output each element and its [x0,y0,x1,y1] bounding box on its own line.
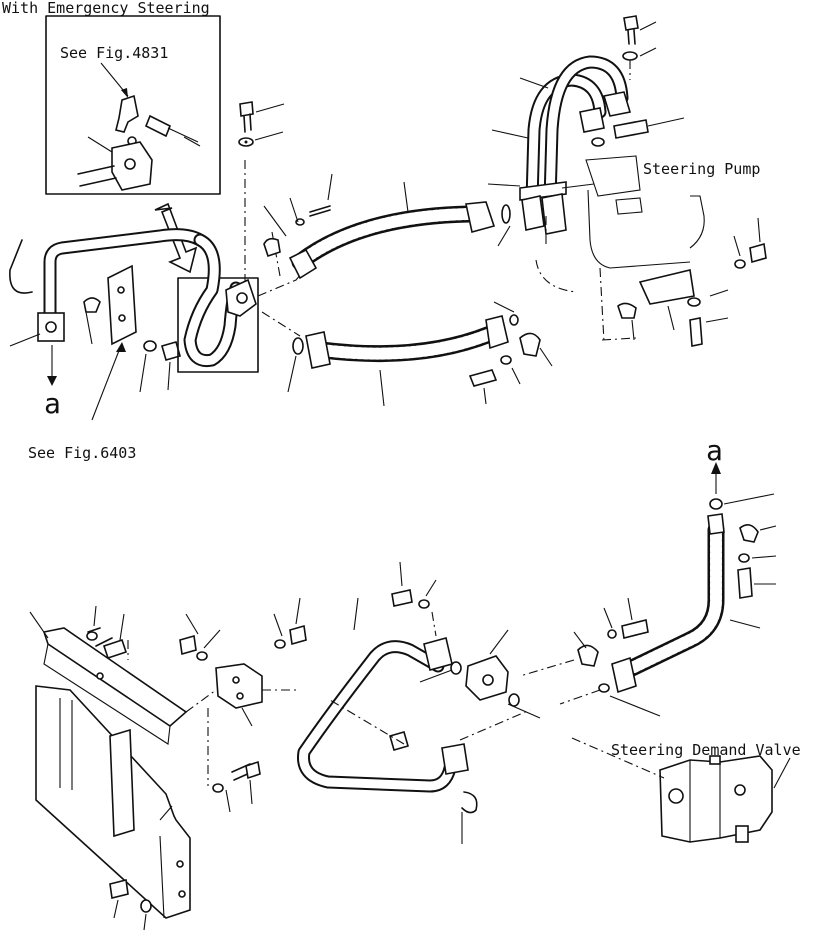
pump-elbow [613,119,649,139]
left-clamp [83,297,101,313]
pump-clamp-left [521,195,545,231]
middle-flange-top [423,637,453,671]
lower-hose-flange-right [485,315,509,350]
top-bolt-set [238,101,285,147]
lower-hose [287,301,553,407]
middle-bracket [179,597,307,813]
lower-hose-clamp [519,332,541,357]
pump-pipe-loop [487,55,632,244]
middle-pipe-loop [297,561,541,844]
lower-hose-flange-left [305,331,331,369]
pump-clamp-right [541,193,567,235]
see-fig-6403-label: See Fig.6403 [28,444,136,462]
upper-hose-bolt [309,205,331,217]
hose-bottom-flange [611,656,637,694]
see-fig-4831-label: See Fig.4831 [60,44,168,62]
hose-top-fitting [707,513,725,535]
left-snap-ring [9,239,33,294]
connection-mark-a-top: a [44,387,61,420]
pump-bolt-set [591,15,685,147]
angle-bar [42,627,188,728]
left-washer [143,340,157,352]
steering-pump-label: Steering Pump [643,160,760,178]
emergency-steering-title: With Emergency Steering [2,0,210,17]
upper-hose-flange-right [465,201,496,233]
steering-pump-body [535,155,767,347]
middle-flange-bottom [441,743,469,775]
arrow-to-a [709,462,775,510]
emergency-steering-inset [45,15,221,195]
bottom-left-frame [29,605,217,931]
upper-hose-clamp [263,237,281,258]
emergency-loop-pipe [177,233,259,373]
pump-clamp [617,302,637,319]
inset-adapter [144,114,172,138]
steering-demand-valve-body [571,737,791,843]
pump-flange-b [602,91,632,117]
connection-mark-a-bottom: a [706,434,723,467]
elbow-fitting [115,94,139,133]
top-bolt-head [239,101,254,117]
upper-hose [263,173,511,280]
lower-hose-o-ring [292,337,304,355]
left-bracket-plate [83,264,181,361]
top-left-leaders [9,311,171,421]
lower-hose-bolt [468,369,498,387]
pump-bolt [689,317,703,347]
steering-demand-valve-label: Steering Demand Valve [611,741,801,759]
left-return-pipe [9,228,207,386]
pump-bracket [638,269,695,305]
middle-snap-ring [461,791,478,814]
pump-flange-a [579,107,605,133]
demand-valve-hose [519,513,777,717]
inset-frame [45,15,221,195]
left-nut [161,341,181,361]
upper-hose-flange-left [288,248,318,280]
upper-hose-o-ring [501,204,511,224]
